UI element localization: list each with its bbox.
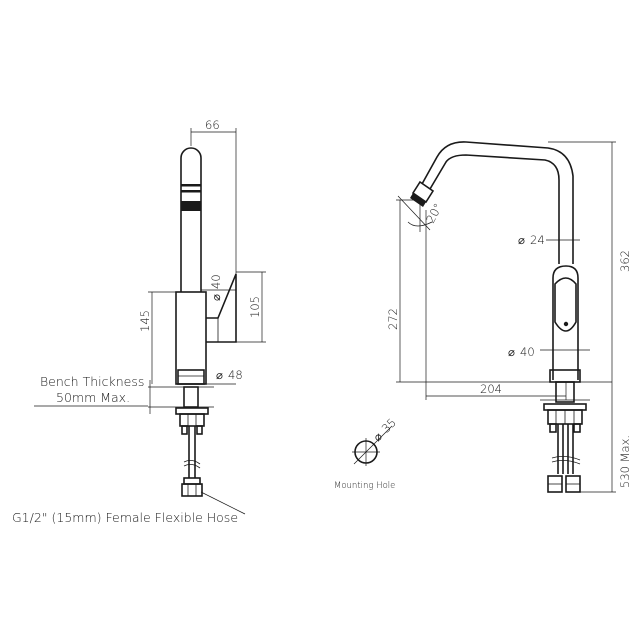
dim-24-value: 24 (530, 233, 545, 247)
hose-label: G1/2" (15mm) Female Flexible Hose (12, 510, 238, 525)
dim-angle-value: 20° (423, 201, 445, 226)
side-collar (177, 369, 205, 385)
bench-max-label: 50mm Max. (56, 390, 130, 405)
hose-leader-line (200, 491, 246, 515)
dim-40-stem-symbol: ⌀ (209, 294, 223, 301)
dim-48-symbol: ⌀ (216, 368, 223, 382)
front-shank (555, 381, 575, 403)
front-handle-indicator (563, 321, 569, 327)
side-hose-fitting-nut (181, 483, 203, 497)
side-shank (183, 386, 199, 408)
bench-thickness-label: Bench Thickness (40, 374, 144, 389)
mounting-hole-dim-line (353, 425, 393, 465)
side-nozzle-band-1 (181, 184, 201, 187)
front-handle (554, 277, 577, 332)
front-hose-break (551, 456, 581, 461)
side-handle-lever (206, 273, 237, 343)
side-view-tap: 66 ⌀ 40 145 105 ⌀ 48 Bench Thickness 50m… (12, 118, 266, 525)
dim-204-value: 204 (480, 382, 502, 396)
front-spout-inner (429, 154, 560, 264)
front-body (552, 265, 579, 380)
front-collar (549, 369, 581, 383)
side-nozzle-band-2 (181, 190, 201, 193)
mounting-hole-label: Mounting Hole (334, 481, 395, 491)
dim-40-body-symbol: ⌀ (508, 345, 515, 359)
front-bolt-right (573, 423, 581, 433)
dim-530-value: 530 Max. (618, 435, 632, 488)
mounting-hole-symbol: ⌀ (370, 429, 385, 444)
dim-40-body-value: 40 (520, 345, 535, 359)
front-bolt-left (549, 423, 557, 433)
dim-145-value: 145 (138, 310, 152, 332)
side-hose-break (183, 460, 201, 465)
side-washer (175, 407, 209, 415)
side-hose-fitting (183, 477, 201, 485)
side-nozzle-aerator (181, 201, 201, 211)
front-spout-outer (421, 141, 574, 264)
dim-angle-line (397, 195, 431, 231)
side-spout-tube (180, 147, 202, 292)
dim-362-value: 362 (618, 250, 632, 272)
dim-40-stem-value: 40 (209, 274, 223, 289)
dim-105-value: 105 (248, 296, 262, 318)
side-hose-break-2 (183, 464, 201, 469)
mounting-hole-detail: ⌀ 35 Mounting Hole (334, 415, 399, 491)
side-bolt-left (181, 425, 188, 435)
front-washer (543, 403, 587, 411)
front-hose-break-2 (551, 460, 581, 465)
front-nozzle-tip (410, 193, 426, 207)
dim-angle-arc (407, 221, 433, 227)
side-nut (179, 413, 205, 427)
dim-272-value: 272 (386, 308, 400, 330)
dim-48-value: 48 (228, 368, 243, 382)
mounting-hole-value: 35 (379, 415, 399, 435)
side-bolt-right (196, 425, 203, 435)
dim-66-value: 66 (205, 118, 220, 132)
dim-24-symbol: ⌀ (518, 233, 525, 247)
front-view-tap: 20° ⌀ 24 362 272 ⌀ 40 204 530 Max. (386, 141, 632, 493)
